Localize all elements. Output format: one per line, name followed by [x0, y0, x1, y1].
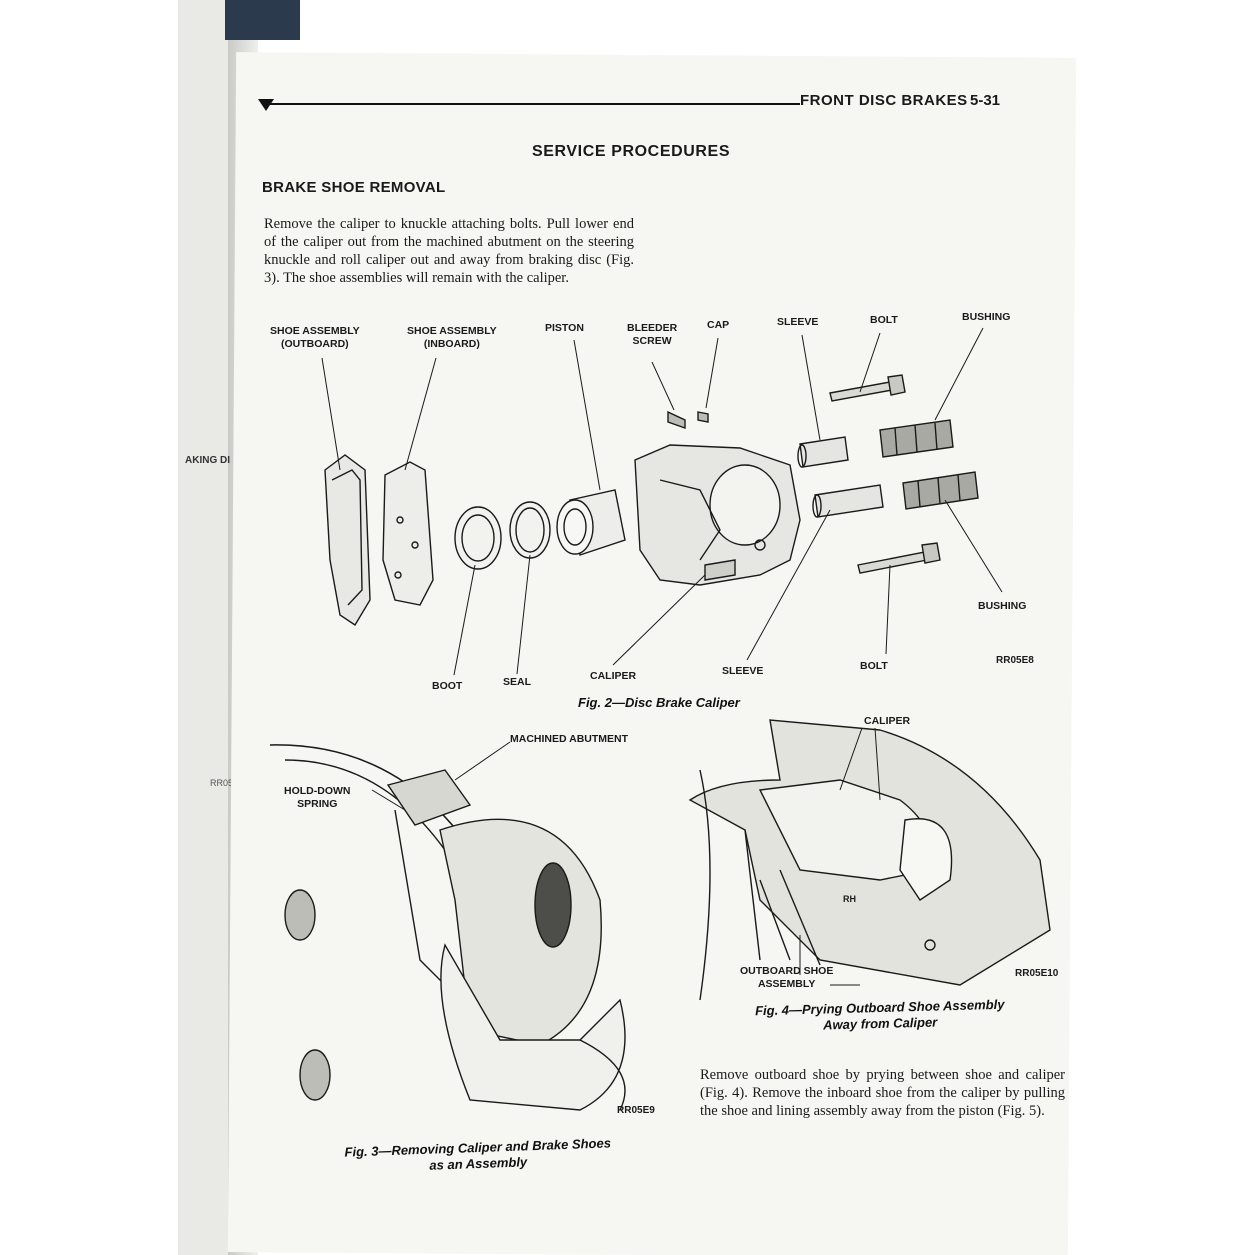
caliper-drawing — [634, 444, 801, 586]
header-rule — [270, 103, 800, 105]
piston-drawing — [556, 489, 626, 556]
cap-drawing — [697, 411, 709, 423]
label-fig4-caliper: CALIPER — [864, 715, 911, 727]
fig3-drawing — [269, 744, 626, 1111]
label-bushing-bottom: BUSHING — [978, 600, 1027, 612]
label-machined-abutment: MACHINED ABUTMENT — [510, 733, 629, 745]
fig4-leader-lines — [799, 727, 881, 986]
fig2-caption: Fig. 2—Disc Brake Caliper — [578, 695, 740, 710]
left-page-code: RR05 — [210, 778, 234, 788]
fig3-code: RR05E9 — [617, 1105, 655, 1116]
label-sleeve-bottom: SLEEVE — [722, 665, 764, 677]
section-title: SERVICE PROCEDURES — [532, 143, 731, 160]
label-caliper: CALIPER — [590, 670, 637, 682]
bushing-drawing-top — [879, 419, 954, 458]
boot-drawing — [454, 506, 502, 570]
left-page-fragment: AKING DI — [185, 455, 230, 466]
fig2-leader-lines — [321, 327, 1003, 676]
label-rh: RH — [843, 894, 856, 904]
bolt-drawing-bottom — [857, 542, 941, 574]
header-triangle-icon — [258, 99, 274, 111]
label-bolt-top: BOLT — [870, 314, 898, 326]
fig4-code: RR05E10 — [1015, 968, 1059, 979]
label-seal: SEAL — [503, 676, 532, 688]
label-piston: PISTON — [545, 322, 584, 334]
bolt-drawing-top — [829, 374, 906, 402]
subsection-title: BRAKE SHOE REMOVAL — [262, 179, 446, 196]
label-sleeve-top: SLEEVE — [777, 316, 819, 328]
fig3-leader-lines — [371, 741, 511, 811]
sleeve-drawing-top — [797, 436, 849, 468]
label-bleeder-screw: BLEEDER SCREW — [627, 322, 678, 347]
fig2-code: RR05E8 — [996, 655, 1034, 666]
sleeve-drawing-bottom — [812, 484, 884, 518]
bushing-drawing-bottom — [902, 471, 979, 510]
paragraph-outboard: Remove outboard shoe by prying between s… — [700, 1067, 1065, 1119]
label-boot: BOOT — [432, 680, 463, 692]
fig4-drawing — [688, 719, 1051, 1001]
book-cover-corner — [225, 0, 300, 40]
page-number: 5-31 — [970, 92, 1001, 109]
seal-drawing — [509, 501, 551, 559]
paragraph-removal: Remove the caliper to knuckle attaching … — [264, 216, 634, 286]
label-hold-down-spring: HOLD-DOWN SPRING — [284, 785, 351, 810]
label-shoe-inboard: SHOE ASSEMBLY (INBOARD) — [407, 325, 497, 350]
inboard-shoe-drawing — [382, 461, 434, 606]
label-shoe-outboard: SHOE ASSEMBLY (OUTBOARD) — [270, 325, 360, 350]
header-title: FRONT DISC BRAKES — [800, 92, 968, 109]
bleeder-screw-drawing — [667, 410, 686, 429]
outboard-shoe-drawing — [324, 454, 371, 626]
label-cap: CAP — [707, 319, 730, 331]
label-bushing-top: BUSHING — [962, 311, 1011, 323]
label-bolt-bottom: BOLT — [860, 660, 888, 672]
background-wall — [1070, 0, 1255, 1255]
label-outboard-shoe-assembly: OUTBOARD SHOE ASSEMBLY — [740, 965, 834, 990]
